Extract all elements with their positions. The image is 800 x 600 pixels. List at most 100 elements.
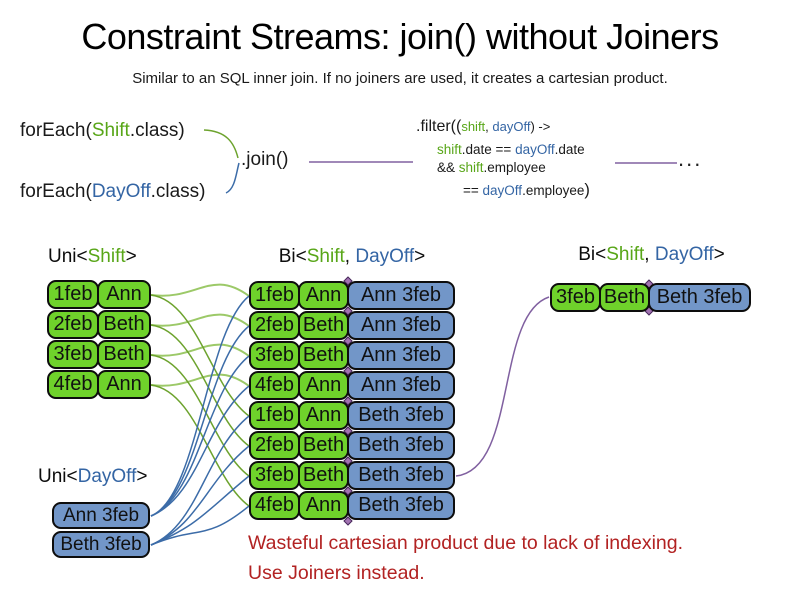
bi-shift-employee-cell: Beth [599,283,650,312]
dayoff-arg-token: dayOff [492,119,531,134]
bi-shift-date-cell: 2feb [249,311,300,340]
bi-shift-date-cell: 3feb [550,283,601,312]
bi-shift-employee-cell: Ann [298,491,349,520]
bi-dayoff-cell: Beth 3feb [347,431,455,460]
bi-shift-date-cell: 1feb [249,401,300,430]
shift-arg-token: shift [437,142,462,157]
page-title: Constraint Streams: join() without Joine… [81,16,719,57]
header-text: , [344,246,356,267]
header-text: Uni< [48,246,88,267]
bi-dayoff-cell: Beth 3feb [347,491,455,520]
bi-row: 3feb Beth Ann 3feb [249,341,455,370]
bi-dayoff-cell: Ann 3feb [347,281,455,310]
dayoff-type-token: DayOff [654,244,714,265]
dayoff-type-token: DayOff [77,466,137,487]
code-text: , [485,119,493,134]
bi-shift-employee-cell: Beth [298,341,349,370]
shift-row: 1feb Ann [47,280,151,309]
header-text: > [713,244,725,265]
header-text: > [125,246,137,267]
code-text: .employee [483,160,546,175]
warning-line1: Wasteful cartesian product due to lack o… [248,532,684,554]
dayoff-cell: Ann 3feb [52,502,150,529]
bi-shift-employee-cell: Ann [298,281,349,310]
uni-dayoff-header: Uni<DayOff> [38,466,148,488]
bi-shift-employee-cell: Ann [298,401,349,430]
code-filter-line4: == dayOff.employee) [463,181,590,200]
continuation-ellipsis: ... [678,146,703,171]
shift-date-cell: 1feb [47,280,99,309]
header-text: > [414,246,426,267]
warning-line2: Use Joiners instead. [248,562,425,584]
header-text: > [136,466,148,487]
shift-type-token: Shift [306,246,345,267]
shift-employee-cell: Ann [97,370,151,399]
subtitle: Similar to an SQL inner join. If no join… [132,70,668,87]
shift-type-token: Shift [87,246,126,267]
bi-row: 3feb Beth Beth 3feb [249,461,455,490]
bi-shift-employee-cell: Beth [298,461,349,490]
code-text: .employee [522,183,585,198]
code-join: .join() [241,149,289,170]
uni-shift-header: Uni<Shift> [48,246,137,268]
bi-row: 4feb Ann Beth 3feb [249,491,455,520]
code-text: .date [554,142,585,157]
shift-employee-cell: Ann [97,280,151,309]
code-text: .class) [129,120,185,141]
shift-arg-token: shift [461,119,486,134]
shift-date-cell: 4feb [47,370,99,399]
bi-product-header: Bi<Shift, DayOff> [249,246,455,268]
bi-row: 1feb Ann Beth 3feb [249,401,455,430]
header-text: , [644,244,655,265]
code-filter-line3: && shift.employee [437,160,546,175]
dayoff-class-token: DayOff [91,181,151,202]
bi-shift-employee-cell: Ann [298,371,349,400]
dayoff-arg-token: dayOff [482,183,523,198]
bi-row: 2feb Beth Beth 3feb [249,431,455,460]
dayoff-arg-token: dayOff [515,142,555,157]
code-text: && [437,160,459,175]
shift-employee-cell: Beth [97,340,151,369]
bi-shift-employee-cell: Beth [298,311,349,340]
header-text: Bi< [278,246,307,267]
bi-dayoff-cell: Ann 3feb [347,371,455,400]
dayoff-cell: Beth 3feb [52,531,150,558]
code-foreach-shift: forEach(Shift.class) [20,120,185,142]
code-text: .date == [461,142,516,157]
bi-shift-date-cell: 1feb [249,281,300,310]
bi-dayoff-cell: Beth 3feb [347,401,455,430]
shift-class-token: Shift [91,120,130,141]
dayoff-row: Beth 3feb [52,531,150,558]
shift-arg-token: shift [458,160,484,175]
code-filter-line2: shift.date == dayOff.date [437,142,585,157]
uni-dayoff-rows: Ann 3feb Beth 3feb [52,502,150,560]
bi-shift-date-cell: 4feb [249,491,300,520]
bi-row: 1feb Ann Ann 3feb [249,281,455,310]
bi-row: 2feb Beth Ann 3feb [249,311,455,340]
bi-dayoff-cell: Ann 3feb [347,311,455,340]
code-filter-line1: .filter((shift, dayOff) -> [416,118,550,136]
shift-row: 3feb Beth [47,340,151,369]
code-text: forEach( [20,181,92,202]
bi-filtered-rows: 3feb Beth Beth 3feb [550,283,751,313]
header-text: Bi< [578,244,607,265]
bi-product-rows: 1feb Ann Ann 3feb 2feb Beth Ann 3feb 3fe… [249,281,455,521]
code-text: .filter(( [416,118,462,135]
code-text: .class) [150,181,206,202]
code-foreach-dayoff: forEach(DayOff.class) [20,181,206,203]
header-text: Uni< [38,466,78,487]
bi-shift-date-cell: 3feb [249,341,300,370]
bi-shift-date-cell: 3feb [249,461,300,490]
warning-note: Wasteful cartesian product due to lack o… [248,528,788,588]
bi-dayoff-cell: Beth 3feb [347,461,455,490]
bi-row: 3feb Beth Beth 3feb [550,283,751,312]
code-text: ) -> [530,119,551,134]
bi-dayoff-cell: Ann 3feb [347,341,455,370]
dayoff-row: Ann 3feb [52,502,150,529]
shift-date-cell: 2feb [47,310,99,339]
shift-employee-cell: Beth [97,310,151,339]
shift-row: 4feb Ann [47,370,151,399]
shift-date-cell: 3feb [47,340,99,369]
bi-row: 4feb Ann Ann 3feb [249,371,455,400]
